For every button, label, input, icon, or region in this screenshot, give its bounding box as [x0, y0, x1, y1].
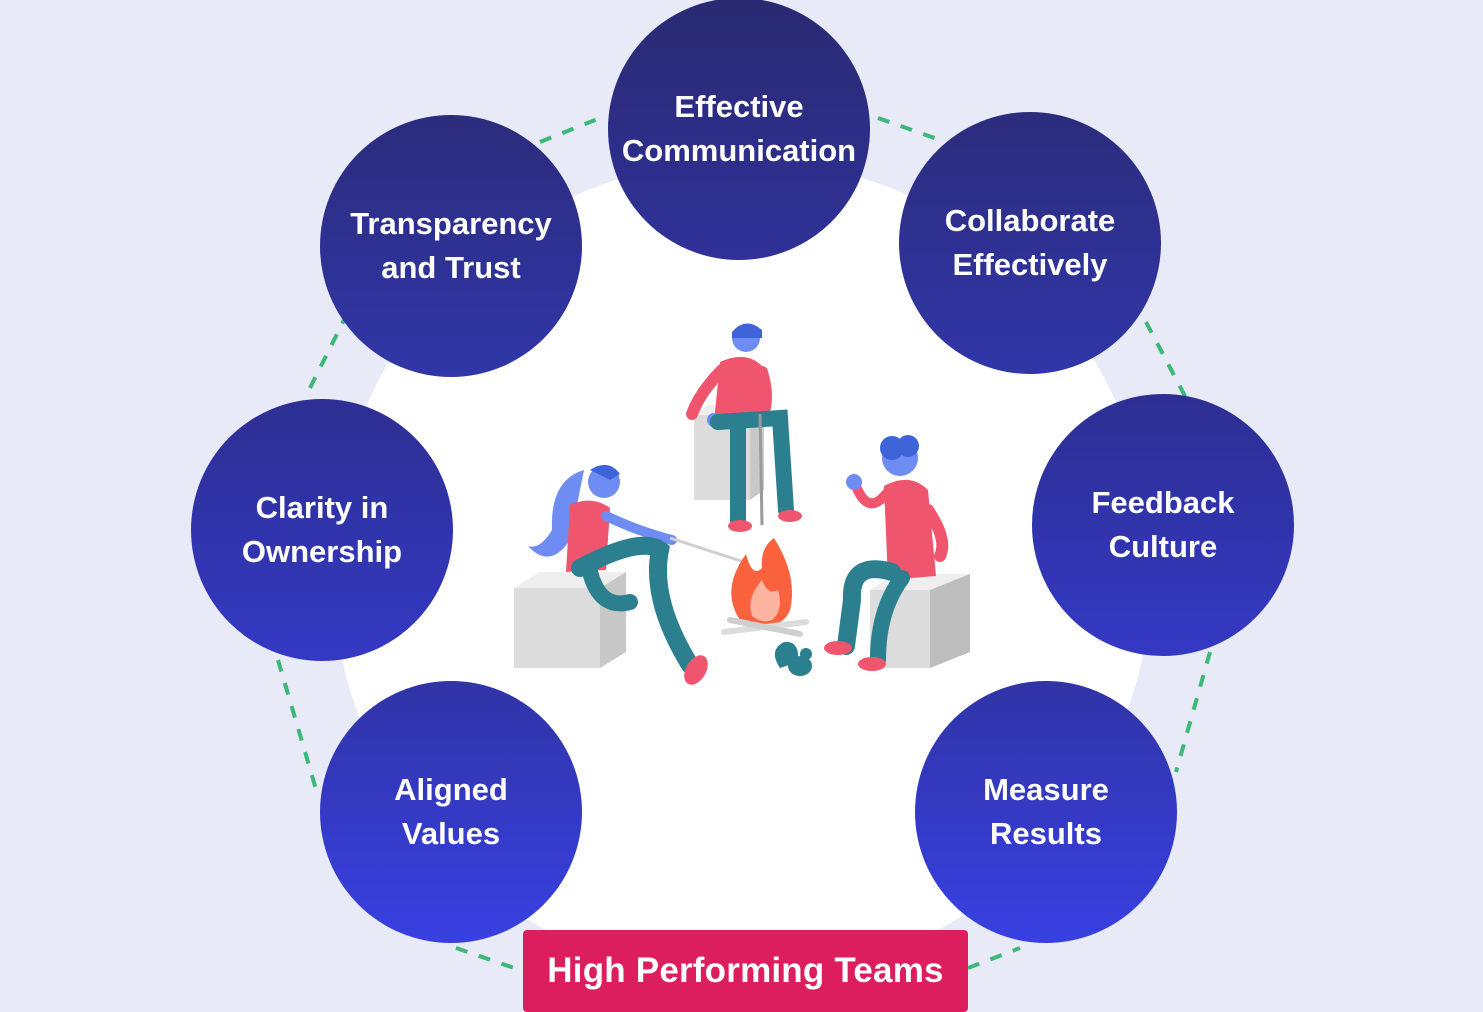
diagram-title: High Performing Teams	[547, 951, 944, 990]
node-label: Collaborate Effectively	[944, 203, 1116, 282]
person-left-icon	[528, 464, 745, 685]
node-measure-results: Measure Results	[915, 681, 1177, 943]
node-effective-communication: Effective Communication	[608, 0, 870, 260]
node-label: Feedback Culture	[1091, 485, 1235, 564]
connector-3-title	[967, 946, 1021, 970]
campfire-icon	[721, 538, 809, 637]
connector-6-5	[308, 319, 346, 389]
node-label: Clarity in Ownership	[241, 490, 403, 569]
person-right-icon	[824, 435, 949, 671]
node-label: Transparency and Trust	[350, 206, 552, 285]
connector-6-0	[539, 116, 601, 144]
node-feedback-culture: Feedback Culture	[1032, 394, 1294, 656]
connector-0-1	[877, 116, 941, 142]
node-label: Effective Communication	[621, 89, 857, 168]
node-clarity-in-ownership: Clarity in Ownership	[191, 399, 453, 661]
campfire-people-icon	[514, 323, 970, 685]
connector-4-title	[455, 946, 521, 972]
squirrel-icon	[774, 641, 812, 676]
node-transparency-and-trust: Transparency and Trust	[320, 115, 582, 377]
stool-left-icon	[514, 572, 626, 668]
node-label: Aligned Values	[394, 772, 508, 851]
title-banner: High Performing Teams	[523, 930, 968, 1012]
dashed-ring	[276, 116, 1212, 972]
node-label: Measure Results	[983, 772, 1109, 851]
node-aligned-values: Aligned Values	[320, 681, 582, 943]
connector-2-3	[1174, 651, 1212, 773]
connector-1-2	[1144, 321, 1188, 399]
connector-5-4	[276, 659, 320, 797]
node-collaborate-effectively: Collaborate Effectively	[899, 112, 1161, 374]
person-back-icon	[686, 323, 802, 532]
